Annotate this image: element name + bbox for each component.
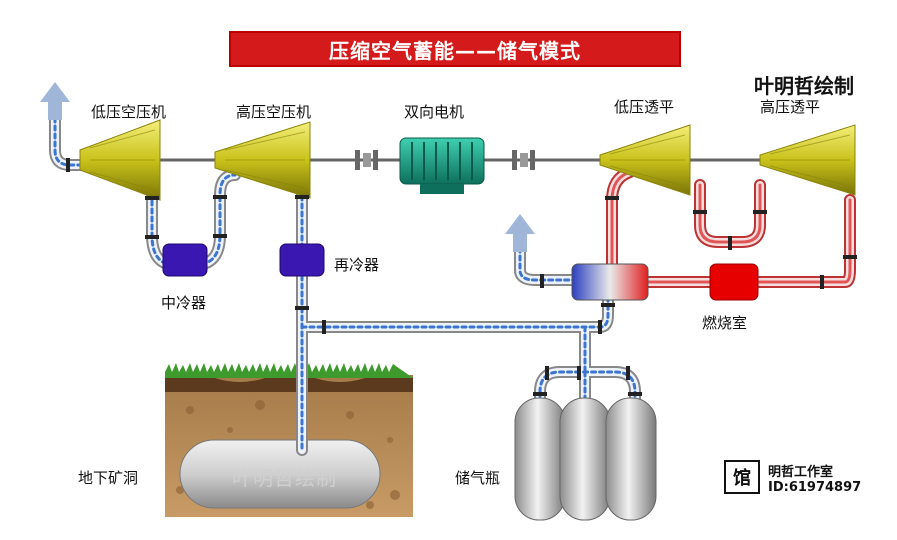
author-credit: 叶明哲绘制 [754,74,854,98]
exhaust-arrow-right [505,214,535,252]
storage-tanks [514,397,657,521]
combustor-box [709,263,759,301]
lp-turbine-label: 低压透平 [614,98,675,116]
intercooler-box [162,243,208,277]
recuperator [571,263,649,301]
hp-compressor [214,121,311,199]
hp-compressor-label: 高压空压机 [236,103,312,121]
intercooler-label: 中冷器 [161,294,207,312]
combustor-label: 燃烧室 [702,314,748,332]
underground-section [165,363,413,517]
aftercooler-box [279,243,325,277]
exhaust-arrow-left [40,82,70,120]
coupling-left [355,150,378,170]
lp-compressor-label: 低压空压机 [91,103,167,121]
lp-turbine [599,124,691,196]
studio-name: 明哲工作室 [768,465,834,480]
studio-id: ID:61974897 [768,480,862,495]
motor-label: 双向电机 [404,103,465,121]
diagram-title: 压缩空气蓄能——储气模式 [329,38,581,63]
hp-turbine-label: 高压透平 [760,98,821,116]
cavern-watermark: 叶明哲绘制 [232,466,337,490]
title-banner: 压缩空气蓄能——储气模式 [229,31,681,67]
hp-turbine [759,124,856,196]
coupling-right [512,150,535,170]
studio-badge: 馆 [724,460,760,494]
lp-compressor [79,119,161,201]
tanks-label: 储气瓶 [455,469,501,487]
aftercooler-label: 再冷器 [334,256,380,274]
cavern-label: 地下矿洞 [78,469,139,487]
motor [399,137,485,194]
pipe-flanges [66,158,857,396]
